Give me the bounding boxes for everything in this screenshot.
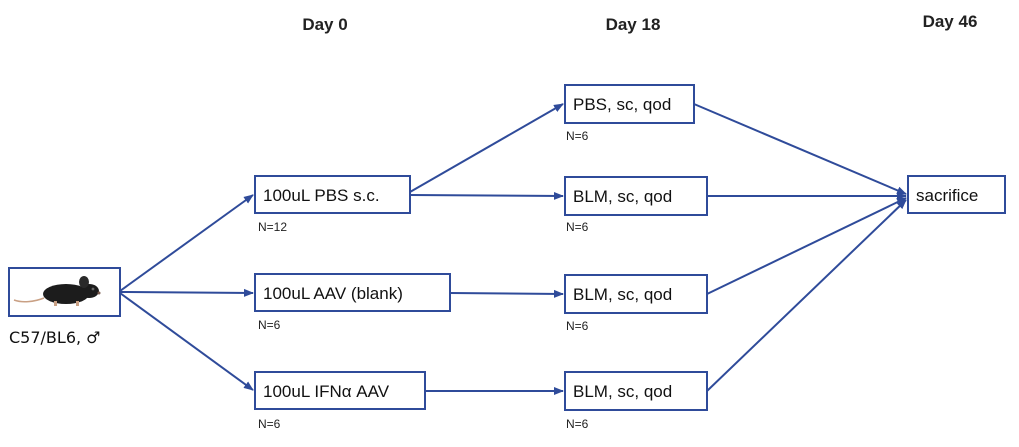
stage2-box-pbs-sc <box>564 84 695 124</box>
arrow-pbs-sc-to-sacrifice <box>693 103 907 195</box>
stage1-n-aav-blank: N=6 <box>258 318 281 332</box>
stage2-box-blm-sc-1 <box>564 176 708 216</box>
day-46-heading: Day 46 <box>923 12 978 31</box>
arrow-aav-blank-to-blm-sc <box>449 289 564 298</box>
stage2-n-pbs-sc: N=6 <box>566 129 589 143</box>
stage2-n-blm-sc-1: N=6 <box>566 220 589 234</box>
stage2-n-blm-sc-2: N=6 <box>566 319 589 333</box>
stage2-label-pbs-sc: PBS, sc, qod <box>573 95 671 114</box>
stage2-label-blm-sc-3: BLM, sc, qod <box>573 382 672 401</box>
arrow-start-to-aav-blank <box>119 288 254 297</box>
stage1-box-aav-blank <box>254 273 451 312</box>
arrow-pbs-to-blm-sc <box>409 191 564 200</box>
stage2-box-blm-sc-3 <box>564 371 708 411</box>
stage1-box-pbs <box>254 175 411 214</box>
stage2-label-blm-sc-2: BLM, sc, qod <box>573 285 672 304</box>
stage2-label-blm-sc-1: BLM, sc, qod <box>573 187 672 206</box>
sacrifice-box <box>907 175 1006 214</box>
stage1-box-ifn-aav <box>254 371 426 410</box>
mouse-icon <box>13 276 101 306</box>
stage2-n-blm-sc-3: N=6 <box>566 417 589 431</box>
stage1-label-pbs: 100uL PBS s.c. <box>263 186 380 205</box>
day-18-heading: Day 18 <box>606 15 661 34</box>
sacrifice-label: sacrifice <box>916 186 978 205</box>
arrow-blm-sc-2-to-sacrifice <box>706 197 907 295</box>
arrow-blm-sc-3-to-sacrifice <box>706 199 907 392</box>
mouse-box <box>8 267 121 317</box>
arrow-pbs-to-pbs-sc <box>409 103 564 193</box>
stage1-n-pbs: N=12 <box>258 220 287 234</box>
stage1-label-ifn-aav: 100uL IFNα AAV <box>263 382 390 401</box>
stage1-n-ifn-aav: N=6 <box>258 417 281 431</box>
mouse-strain-label: C57/BL6, ♂ <box>9 328 101 347</box>
stage2-box-blm-sc-2 <box>564 274 708 314</box>
arrow-start-to-ifn-aav <box>119 292 254 391</box>
arrow-start-to-pbs <box>119 194 254 292</box>
stage1-label-aav-blank: 100uL AAV (blank) <box>263 284 403 303</box>
day-0-heading: Day 0 <box>302 15 347 34</box>
